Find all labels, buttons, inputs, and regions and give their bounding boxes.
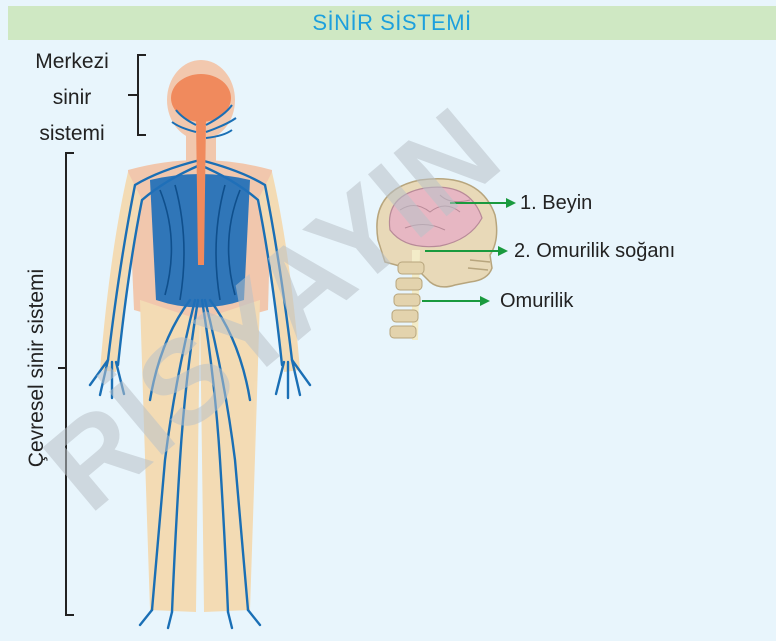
cevresel-bracket [58, 153, 74, 615]
merkezi-bracket [128, 55, 146, 135]
label-beyin: 1. Beyin [520, 192, 592, 215]
label-omurilik: Omurilik [500, 290, 573, 313]
label-omurilik-sogani: 2. Omurilik soğanı [514, 240, 675, 263]
watermark: RİSYAYIN [20, 83, 523, 536]
svg-text:RİSYAYIN: RİSYAYIN [20, 83, 523, 536]
